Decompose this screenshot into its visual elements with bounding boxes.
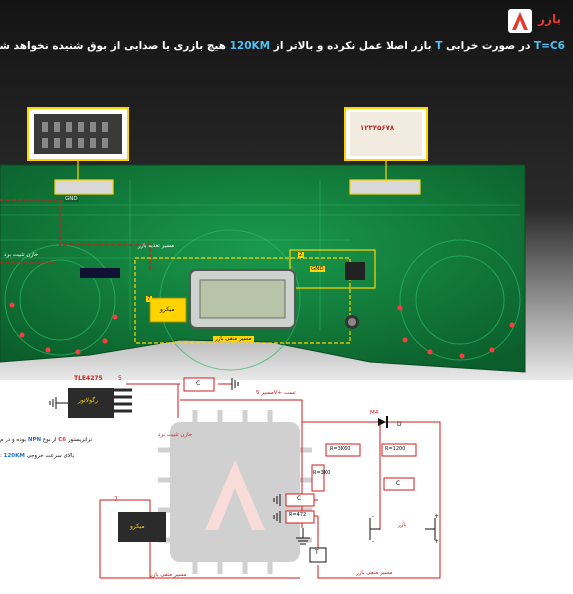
connector-pin-numbers: ۱۲۳۴۵۶۷۸ [360, 124, 395, 132]
resistor-a-label: R=3K60 [330, 446, 351, 452]
buzzer-plus-label: + [434, 513, 440, 520]
headline-part1: در صورت خرابی [442, 40, 535, 52]
headline: T=C6 در صورت خرابی T بازر اصلا عمل نکرده… [0, 40, 565, 52]
note2-speed: 120KM [3, 453, 25, 459]
buzzer-plus-bottom-label: + [434, 538, 440, 545]
stab-cap-schematic-label: خازن تثبیت برد [158, 432, 193, 438]
micro-body-label: میکرو [130, 523, 145, 530]
buzzer-name-label: بازر [398, 522, 407, 528]
buzzer-supply-label: مسیر تغذیه بازر [138, 243, 175, 249]
pcb-board [0, 107, 526, 373]
plus5v-label: مسیر 5V+ تست [256, 390, 296, 396]
brand-title: بازر [538, 12, 561, 26]
note1-c6: C6 [58, 437, 67, 443]
micro-label: میکرو [160, 306, 175, 313]
note1-c: بوده و در م [0, 437, 28, 443]
brand-logo-icon [508, 9, 532, 33]
headline-part2: بازر اصلا عمل نکرده و بالاتر از [270, 40, 436, 52]
note-transistor: ترانزیستور C6 از نوع NPN بوده و در م [0, 437, 92, 443]
cap-c-top-label: C [196, 380, 201, 387]
note1-npn: NPN [27, 437, 42, 443]
cap-c-right-label: C [396, 480, 401, 487]
resistor-d-label: R=472 [289, 512, 307, 518]
headline-speed: 120KM [229, 40, 271, 52]
diode-d-label: D [397, 421, 402, 428]
buzzer-minus-label: - [372, 513, 375, 520]
note2-b: : [0, 453, 4, 459]
note1-b: از نوع [41, 437, 59, 443]
buzzer-path-label: مسیر منفی بازر [356, 570, 393, 576]
stab-cap-label: خازن تثبیت برد [4, 252, 39, 258]
resistor-c-label: R=3K0 [313, 470, 331, 476]
micro-path-label: مسیر منفی بازر [150, 572, 187, 578]
cap-pin-label: 2 [298, 252, 304, 258]
resistor-b-label: R=1200 [385, 446, 406, 452]
note1-a: ترانزیستور [66, 437, 93, 443]
schematic [49, 377, 441, 579]
regulator-chip-label: TLE4275 [74, 375, 103, 382]
note2-a: بالای سرعت خروجی [24, 453, 75, 459]
regulator-body-label: رگولاتور [78, 397, 98, 404]
headline-part3: هیچ بازری یا صدایی از بوق شنیده نخواهد ش… [0, 40, 230, 52]
transistor-t-label: T [315, 549, 319, 556]
diode-m4-label: M4 [370, 410, 379, 416]
buzzer-negative-label: مسیر منفی بازر [213, 336, 254, 342]
headline-t: T [435, 40, 443, 52]
gnd-label-left: GND [64, 196, 79, 202]
micro-pin-schematic-label: 7 [114, 496, 118, 503]
note-speed: بالای سرعت خروجی 120KM : [0, 453, 74, 459]
regulator-pin-label: 5 [118, 375, 122, 382]
gnd-label-right: GND [310, 266, 325, 272]
buzzer-minus-bottom-label: - [372, 538, 375, 545]
headline-prefix: T=C6 [534, 40, 565, 52]
micro-pin-label: 7 [146, 296, 152, 302]
cap-c-mid-label: C [297, 495, 302, 502]
